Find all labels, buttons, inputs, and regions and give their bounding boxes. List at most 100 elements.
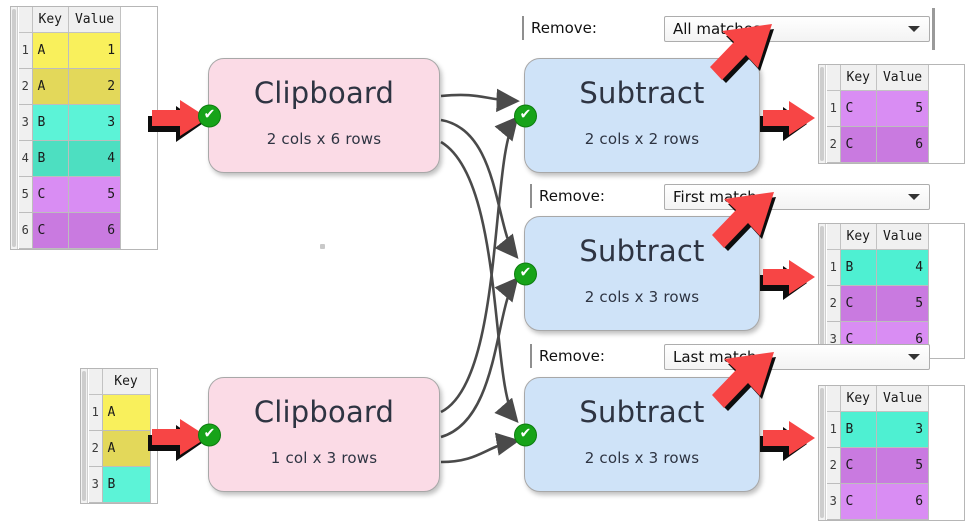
table-row[interactable]: 1 B 3 <box>827 410 930 448</box>
cell-value[interactable]: 2 <box>67 67 122 105</box>
cell-key[interactable]: A <box>31 67 69 105</box>
cell-value[interactable]: 1 <box>67 31 122 69</box>
status-ok-icon: ✔ <box>514 262 537 285</box>
cell-value[interactable]: 5 <box>875 446 930 484</box>
chevron-down-icon[interactable] <box>908 194 920 200</box>
table-row[interactable]: 2 C 5 <box>827 284 930 322</box>
cell-value[interactable]: 5 <box>875 284 930 322</box>
cell-key[interactable]: B <box>31 103 69 141</box>
column-header-value[interactable]: Value <box>875 224 930 250</box>
cell-key[interactable]: C <box>839 125 877 163</box>
table-scrollbar[interactable] <box>819 224 826 358</box>
result-table-all-matches[interactable]: Key Value 1 C 5 2 C 6 <box>818 64 965 164</box>
cell-key[interactable]: A <box>31 31 69 69</box>
panel-scroll-rail[interactable] <box>932 8 935 50</box>
panel-divider <box>522 16 524 40</box>
cell-value[interactable]: 3 <box>67 103 122 141</box>
chevron-down-icon[interactable] <box>908 26 920 32</box>
cell-key[interactable]: B <box>839 248 877 286</box>
table-row[interactable]: 1 C 5 <box>827 89 930 127</box>
column-header-value[interactable]: Value <box>875 386 930 412</box>
table-scrollbar[interactable] <box>81 369 88 503</box>
column-header-value[interactable]: Value <box>67 7 122 33</box>
node-subtitle: 2 cols x 6 rows <box>266 130 382 148</box>
check-glyph: ✔ <box>203 106 216 123</box>
result-table-last-match[interactable]: Key Value 1 B 3 2 C 5 3 C 6 <box>818 385 965 521</box>
table-row[interactable]: 2 A <box>89 429 151 467</box>
cell-value[interactable]: 3 <box>875 410 930 448</box>
table-row[interactable]: 3 B 3 <box>19 103 122 141</box>
node-subtitle: 2 cols x 2 rows <box>584 130 700 148</box>
cell-value[interactable]: 4 <box>67 139 122 177</box>
row-number: 3 <box>827 482 841 520</box>
canvas-grid-dot <box>320 244 325 249</box>
node-title: Clipboard <box>253 395 395 429</box>
node-clipboard-bottom[interactable]: ✔ Clipboard 1 col x 3 rows <box>198 377 440 492</box>
cell-key[interactable]: C <box>839 89 877 127</box>
table-row[interactable]: 5 C 5 <box>19 175 122 213</box>
source-table-top[interactable]: Key Value 1 A 1 2 A 2 3 B 3 4 B 4 <box>10 6 158 250</box>
table-scrollbar[interactable] <box>11 7 18 249</box>
cell-value[interactable]: 5 <box>67 175 122 213</box>
column-header-key[interactable]: Key <box>31 7 69 33</box>
table-row[interactable]: 1 A 1 <box>19 31 122 69</box>
cell-key[interactable]: B <box>839 410 877 448</box>
row-number: 2 <box>827 284 841 322</box>
column-header-key[interactable]: Key <box>839 65 877 91</box>
table-row[interactable]: 1 A <box>89 393 151 431</box>
node-title: Subtract <box>579 76 705 110</box>
check-glyph: ✔ <box>203 425 216 442</box>
source-table-bottom[interactable]: Key 1 A 2 A 3 B <box>80 368 158 504</box>
row-number: 3 <box>19 103 33 141</box>
node-subtract-top[interactable]: ✔ Subtract 2 cols x 2 rows <box>514 58 760 173</box>
column-header-key[interactable]: Key <box>101 369 151 395</box>
node-subtract-mid[interactable]: ✔ Subtract 2 cols x 3 rows <box>514 216 760 331</box>
check-glyph: ✔ <box>519 106 532 123</box>
cell-key[interactable]: B <box>31 139 69 177</box>
remove-row-all-matches: Remove: <box>522 16 597 40</box>
table-row[interactable]: 3 B <box>89 465 151 503</box>
cell-value[interactable]: 5 <box>875 89 930 127</box>
cell-key[interactable]: B <box>101 465 151 503</box>
table-row[interactable]: 2 C 5 <box>827 446 930 484</box>
cell-value[interactable]: 6 <box>875 482 930 520</box>
remove-all-matches-dropdown[interactable]: All matches <box>664 16 930 42</box>
dropdown-value: All matches <box>673 20 761 38</box>
node-subtract-bottom[interactable]: ✔ Subtract 2 cols x 3 rows <box>514 377 760 492</box>
remove-first-match-dropdown[interactable]: First match <box>664 184 930 210</box>
column-header-key[interactable]: Key <box>839 224 877 250</box>
table-row[interactable]: 2 C 6 <box>827 125 930 163</box>
result-table-first-match[interactable]: Key Value 1 B 4 2 C 5 3 C 6 <box>818 223 965 359</box>
cell-value[interactable]: 6 <box>67 211 122 249</box>
column-header-value[interactable]: Value <box>875 65 930 91</box>
chevron-down-icon[interactable] <box>908 354 920 360</box>
cell-key[interactable]: C <box>839 446 877 484</box>
table-row[interactable]: 6 C 6 <box>19 211 122 249</box>
remove-last-match-dropdown[interactable]: Last match <box>664 344 930 370</box>
table-scroll-thumb[interactable] <box>820 226 824 356</box>
table-grid: Key Value 1 B 4 2 C 5 3 C 6 <box>827 224 930 358</box>
table-scrollbar[interactable] <box>819 65 826 163</box>
cell-value[interactable]: 6 <box>875 125 930 163</box>
table-row[interactable]: 1 B 4 <box>827 248 930 286</box>
table-scroll-thumb[interactable] <box>12 9 16 247</box>
cell-key[interactable]: A <box>101 429 151 467</box>
table-row[interactable]: 3 C 6 <box>827 482 930 520</box>
table-scroll-thumb[interactable] <box>820 67 824 161</box>
cell-value[interactable]: 4 <box>875 248 930 286</box>
column-header-key[interactable]: Key <box>839 386 877 412</box>
table-scroll-thumb[interactable] <box>820 388 824 518</box>
table-row[interactable]: 2 A 2 <box>19 67 122 105</box>
cell-key[interactable]: A <box>101 393 151 431</box>
cell-key[interactable]: C <box>839 284 877 322</box>
row-number: 1 <box>19 31 33 69</box>
row-number-header <box>89 369 103 395</box>
dropdown-value: Last match <box>673 348 757 366</box>
table-row[interactable]: 4 B 4 <box>19 139 122 177</box>
node-clipboard-top[interactable]: ✔ Clipboard 2 cols x 6 rows <box>198 58 440 173</box>
cell-key[interactable]: C <box>31 175 69 213</box>
cell-key[interactable]: C <box>31 211 69 249</box>
table-scrollbar[interactable] <box>819 386 826 520</box>
cell-key[interactable]: C <box>839 482 877 520</box>
table-scroll-thumb[interactable] <box>82 371 86 501</box>
